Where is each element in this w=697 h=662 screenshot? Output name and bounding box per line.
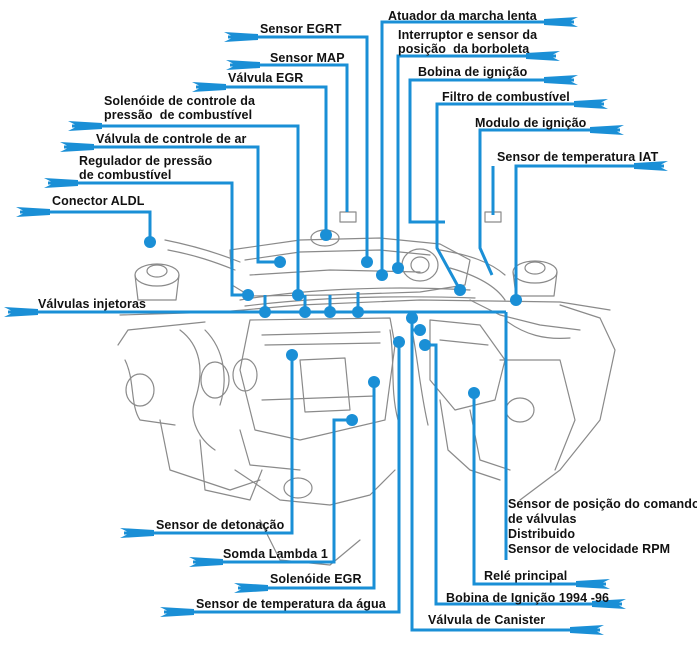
pointer-dot-sensor-iat — [510, 294, 522, 306]
arrowhead-regulador — [44, 178, 78, 188]
pointer-dot-valvula-egr — [320, 229, 332, 241]
label-valvula-controle-ar: Válvula de controle de ar — [96, 132, 247, 146]
leader-modulo — [478, 128, 620, 276]
pointer-dot-solenoide-egr — [368, 376, 380, 388]
arrowhead-sensor-map — [226, 60, 260, 70]
arrowhead-canister — [570, 625, 604, 635]
leader-valvula-egr — [196, 85, 328, 235]
arrowhead-solenoide-egr — [234, 583, 268, 593]
leader-regulador — [48, 181, 248, 297]
label-regulador-pressao: Regulador de pressão de combustível — [79, 154, 213, 182]
leader-filtro — [435, 102, 604, 291]
leader-bobina-ig — [408, 78, 574, 224]
pointer-dot-rele — [468, 387, 480, 399]
pointer-dot-conector-aldl — [144, 236, 156, 248]
arrowhead-filtro — [574, 99, 608, 109]
pointer-dot-temp-agua — [393, 336, 405, 348]
arrowhead-bobina-ig — [544, 75, 578, 85]
leader-solenoide-pr — [72, 124, 300, 295]
arrowhead-bobina-9496 — [592, 599, 626, 609]
pointer-dot-regulador — [242, 289, 254, 301]
pointer-dot-filtro — [454, 284, 466, 296]
leader-conector-aldl — [20, 210, 152, 242]
arrowhead-sensor-deton — [120, 528, 154, 538]
leader-sensor-deton — [124, 355, 294, 535]
arrowhead-temp-agua — [160, 607, 194, 617]
leader-temp-agua — [164, 342, 401, 614]
arrowhead-atuador — [544, 17, 578, 27]
pointer-dot-interruptor — [392, 262, 404, 274]
pointer-dot-inj-drop-2 — [299, 306, 311, 318]
arrowhead-sensor-egrt — [224, 32, 258, 42]
leader-interruptor — [396, 54, 556, 268]
leader-sensor-map — [230, 63, 349, 212]
label-sensor-iat: Sensor de temperatura IAT — [497, 150, 659, 164]
pointer-dot-inj-drop-1 — [259, 306, 271, 318]
arrowhead-injetoras — [4, 307, 38, 317]
arrowhead-solenoide-pr — [68, 121, 102, 131]
label-conector-aldl: Conector ALDL — [52, 194, 145, 208]
label-valvula-canister: Válvula de Canister — [428, 613, 546, 627]
leader-sonda-lambda — [193, 418, 352, 564]
label-solenoide-pressao: Solenóide de controle da pressão de comb… — [104, 94, 256, 122]
pointer-dot-canister-dot — [414, 324, 426, 336]
label-sensor-map: Sensor MAP — [270, 51, 345, 65]
label-bobina-ignicao: Bobina de ignição — [418, 65, 528, 79]
arrowhead-sensor-iat — [634, 161, 668, 171]
pointer-dot-atuador — [376, 269, 388, 281]
pointer-dot-solenoide-pr — [292, 289, 304, 301]
arrowhead-interruptor — [526, 51, 560, 61]
pointer-dot-canister — [406, 312, 418, 324]
label-filtro-combustivel: Filtro de combustível — [442, 90, 570, 104]
pointer-dot-valv-ctrl-ar — [274, 256, 286, 268]
arrowhead-rele — [576, 579, 610, 589]
label-rele-principal: Relé principal — [484, 569, 568, 583]
label-sensor-detonacao: Sensor de detonação — [156, 518, 285, 532]
label-sensor-comando-stack: Sensor de posição do comando de válvulas… — [508, 497, 697, 556]
leader-atuador — [380, 20, 574, 275]
leader-canister — [410, 318, 600, 632]
leader-solenoide-egr — [238, 382, 376, 590]
pointer-dot-bobina-9496 — [419, 339, 431, 351]
label-sensor-egrt: Sensor EGRT — [260, 22, 342, 36]
pointer-dot-sonda-lambda — [346, 414, 358, 426]
pointer-dot-inj-drop-3 — [324, 306, 336, 318]
pointer-dot-inj-drop-4 — [352, 306, 364, 318]
leader-bobina-9496 — [425, 343, 622, 606]
pointer-dot-sensor-egrt — [361, 256, 373, 268]
arrowhead-conector-aldl — [16, 207, 50, 217]
label-solenoide-egr: Solenóide EGR — [270, 572, 362, 586]
label-valvulas-injetoras: Válvulas injetoras — [38, 297, 147, 311]
label-valvula-egr: Válvula EGR — [228, 71, 304, 85]
label-sensor-temp-agua: Sensor de temperatura da água — [196, 597, 386, 611]
pointer-dot-sensor-deton — [286, 349, 298, 361]
arrowhead-sonda-lambda — [189, 557, 223, 567]
leader-rele — [472, 393, 606, 586]
arrowhead-valv-ctrl-ar — [60, 142, 94, 152]
arrowhead-modulo — [590, 125, 624, 135]
arrowhead-valvula-egr — [192, 82, 226, 92]
label-atuador-marcha-lenta: Atuador da marcha lenta — [388, 9, 537, 23]
leader-valv-ctrl-ar — [64, 145, 280, 264]
leader-sensor-egrt — [228, 35, 369, 262]
label-modulo-ignicao: Modulo de ignição — [475, 116, 587, 130]
label-interruptor-borboleta: Interruptor e sensor da posição da borbo… — [398, 28, 538, 56]
label-bobina-ignicao-9496: Bobina de Ignição 1994 -96 — [446, 591, 610, 605]
label-sonda-lambda: Somda Lambda 1 — [223, 547, 328, 561]
leader-sensor-iat — [514, 164, 664, 300]
